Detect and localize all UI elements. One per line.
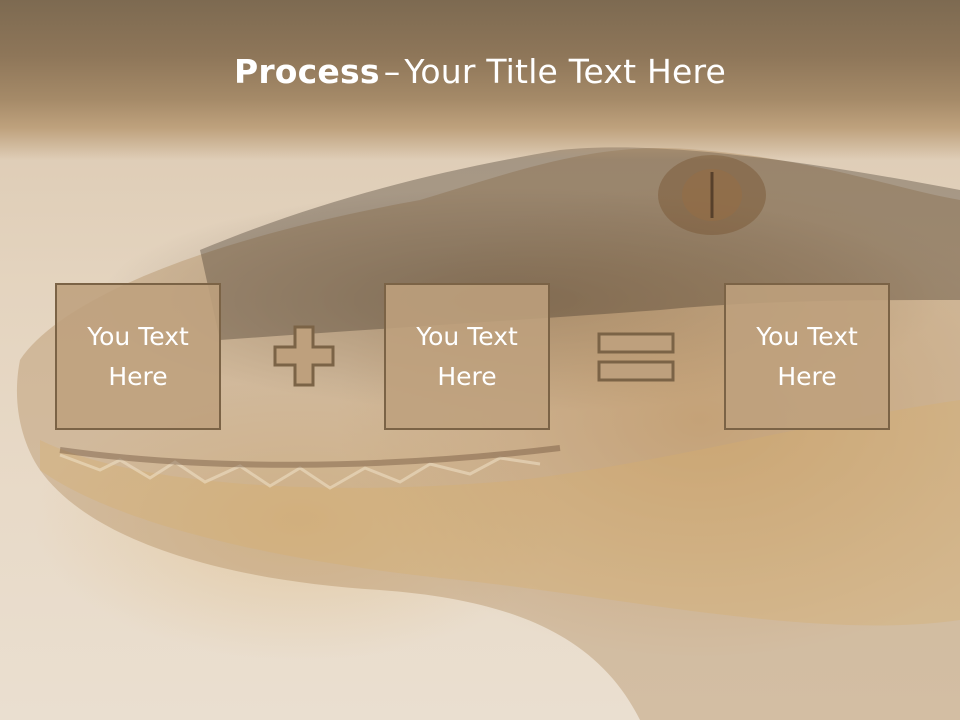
process-box-3[interactable]: You Text Here bbox=[724, 283, 890, 430]
slide-title: Process–Your Title Text Here bbox=[0, 52, 960, 91]
process-box-1[interactable]: You Text Here bbox=[55, 283, 221, 430]
title-bold: Process bbox=[233, 52, 380, 91]
equals-icon bbox=[597, 332, 675, 382]
process-box-2[interactable]: You Text Here bbox=[384, 283, 550, 430]
title-rest: Your Title Text Here bbox=[404, 52, 727, 91]
process-box-label: You Text Here bbox=[756, 321, 858, 391]
process-box-label: You Text Here bbox=[416, 321, 518, 391]
process-box-label: You Text Here bbox=[87, 321, 189, 391]
title-dash: – bbox=[383, 52, 401, 91]
title-band bbox=[0, 0, 960, 160]
plus-icon bbox=[273, 325, 335, 387]
